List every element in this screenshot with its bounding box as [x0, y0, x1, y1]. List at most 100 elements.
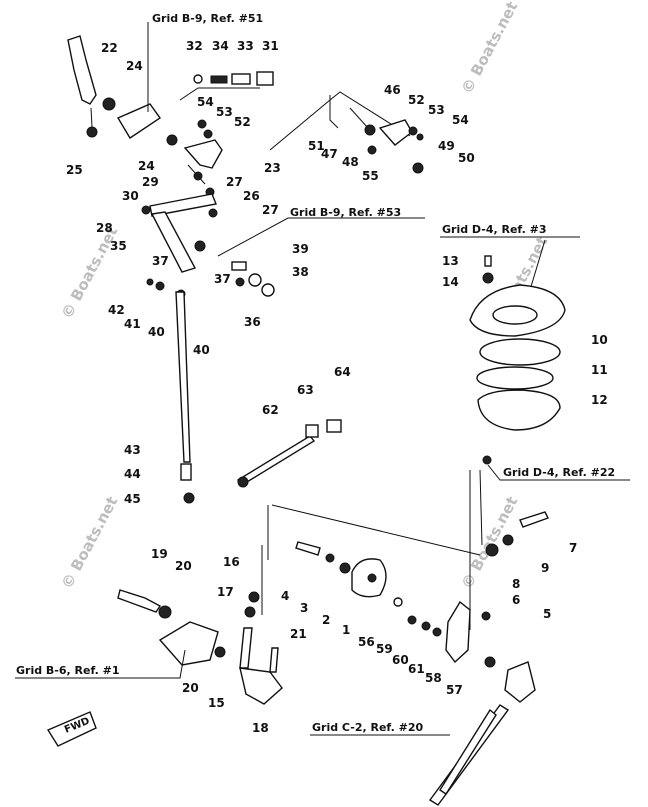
callout-54: 54 [197, 95, 214, 109]
callout-47: 47 [321, 147, 338, 161]
callout-43: 43 [124, 443, 141, 457]
pin-part-39 [231, 261, 247, 271]
callout-57: 57 [446, 683, 463, 697]
callout-numbers: 22 24 25 32 34 33 31 54 53 52 24 23 29 2… [66, 39, 608, 735]
washer-part-14 [482, 272, 494, 284]
bracket-part-5 [504, 661, 536, 703]
watermark: © Boats.net [58, 493, 122, 591]
nut-part-63 [305, 424, 319, 438]
ref-grid-b6-1: Grid B-6, Ref. #1 [16, 664, 120, 677]
callout-59: 59 [376, 642, 393, 656]
silencer-hole [492, 305, 538, 325]
callout-17: 17 [217, 585, 234, 599]
lever-part-58 [445, 600, 471, 664]
ref-grid-d4-22: Grid D-4, Ref. #22 [503, 466, 615, 479]
clip-part-64 [326, 419, 342, 433]
callout-30: 30 [122, 189, 139, 203]
nut-part-24b [166, 134, 178, 146]
callout-5: 5 [543, 607, 551, 621]
bracket-part-23 [116, 103, 161, 139]
callout-18: 18 [252, 721, 269, 735]
callout-63: 63 [297, 383, 314, 397]
washer-part-53b [416, 133, 424, 141]
callout-3: 3 [300, 601, 308, 615]
callout-14: 14 [442, 275, 459, 289]
callout-22: 22 [101, 41, 118, 55]
lever-part-26 [150, 211, 197, 273]
callout-49: 49 [438, 139, 455, 153]
bolt-part-16 [248, 591, 260, 603]
callout-53: 53 [216, 105, 233, 119]
callout-37: 37 [152, 254, 169, 268]
ref-grid-c2-20: Grid C-2, Ref. #20 [312, 721, 423, 734]
callout-16: 16 [223, 555, 240, 569]
callout-13: 13 [442, 254, 459, 268]
callout-32: 32 [186, 39, 203, 53]
callout-4: 4 [281, 589, 289, 603]
callout-28: 28 [96, 221, 113, 235]
nut-part-2 [339, 562, 351, 574]
clip-part-52b [408, 126, 418, 136]
callout-19: 19 [151, 547, 168, 561]
callout-48: 48 [342, 155, 359, 169]
callout-45: 45 [124, 492, 141, 506]
callout-27: 27 [226, 175, 243, 189]
lever-part-22 [67, 35, 97, 105]
washer-part-59 [407, 615, 417, 625]
callout-46: 46 [384, 83, 401, 97]
washer-part-42 [146, 278, 154, 286]
callout-20: 20 [175, 559, 192, 573]
callout-7: 7 [569, 541, 577, 555]
spring-part-34 [210, 75, 228, 84]
pin-part-19 [117, 589, 162, 613]
callout-33: 33 [237, 39, 254, 53]
lever-part-18 [239, 667, 283, 705]
callout-12: 12 [591, 393, 608, 407]
screw-part-4 [295, 541, 321, 556]
callout-26: 26 [243, 189, 260, 203]
washer-part-41 [155, 281, 165, 291]
bracket-ref-b6-1 [158, 621, 219, 666]
cap-part-31 [256, 71, 274, 86]
callout-38: 38 [292, 265, 309, 279]
nut-part-20 [158, 605, 172, 619]
washer-part-60 [421, 621, 431, 631]
nut-part-45 [183, 492, 195, 504]
screw-part-7 [519, 511, 549, 528]
bracket-hole [367, 573, 377, 583]
ref-grid-d4-3: Grid D-4, Ref. #3 [442, 223, 546, 236]
nut-part-20b [214, 646, 226, 658]
washer-part-9 [502, 534, 514, 546]
washer-part-32 [193, 74, 203, 84]
callout-55: 55 [362, 169, 379, 183]
shaft-part-15 [239, 627, 253, 669]
callout-25: 25 [66, 163, 83, 177]
callout-62: 62 [262, 403, 279, 417]
nut-part-24 [102, 97, 116, 111]
shaft-part-30 [149, 193, 217, 217]
callout-27: 27 [262, 203, 279, 217]
callout-40: 40 [148, 325, 165, 339]
callout-56: 56 [358, 635, 375, 649]
spring-part-33 [231, 73, 251, 85]
washer-part-37 [194, 240, 206, 252]
clip-part-49 [412, 162, 424, 174]
fwd-arrow-icon [46, 711, 97, 747]
nut-part-28 [141, 205, 151, 215]
nut-part-57 [484, 656, 496, 668]
callout-11: 11 [591, 363, 608, 377]
ref-grid-b9-53: Grid B-9, Ref. #53 [290, 206, 401, 219]
spacer-part-56 [393, 597, 403, 607]
callout-6: 6 [512, 593, 520, 607]
washer-part-3 [325, 553, 335, 563]
callout-53: 53 [428, 103, 445, 117]
callout-34: 34 [212, 39, 229, 53]
bolt-ref-22 [482, 455, 492, 465]
link-part-52 [183, 139, 223, 169]
rod-part-43 [175, 291, 191, 463]
callout-37: 37 [214, 272, 231, 286]
joint-part-44 [180, 463, 192, 481]
bolt-part-6 [481, 611, 491, 621]
callout-31: 31 [262, 39, 279, 53]
